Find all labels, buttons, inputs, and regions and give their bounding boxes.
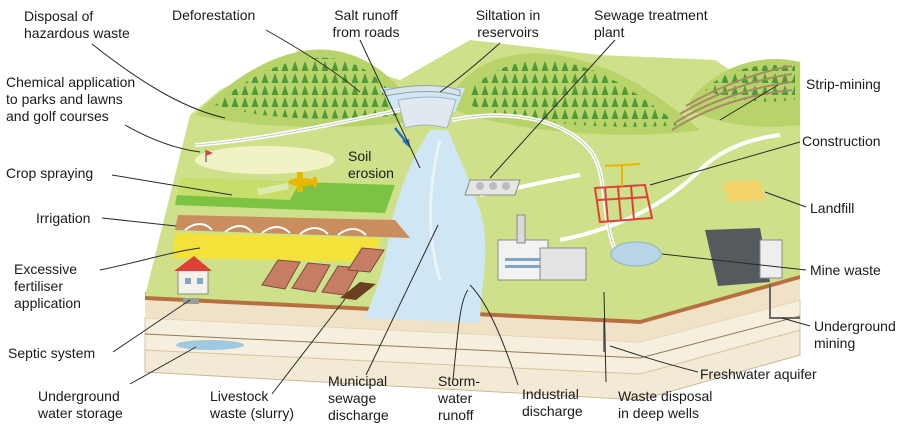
underground-water-storage	[176, 340, 244, 350]
label-industrial-discharge: Industrial discharge	[522, 386, 583, 419]
label-waste-disposal-wells: Waste disposal in deep wells	[618, 388, 713, 421]
label-disposal-hazardous-waste: Disposal of hazardous waste	[24, 8, 130, 41]
label-mine-waste: Mine waste	[810, 262, 881, 278]
leader-lines	[91, 29, 811, 395]
strip-mine-terraces	[671, 65, 793, 131]
crop-field-yellow	[175, 178, 300, 200]
sewage-treatment-plant	[464, 179, 521, 196]
left-hill-forest	[215, 57, 405, 119]
golf-course	[195, 146, 335, 174]
slurry-pit	[340, 282, 376, 300]
dam	[384, 85, 461, 97]
barns	[261, 247, 385, 296]
septic-tank	[183, 298, 199, 304]
label-strip-mining: Strip-mining	[806, 76, 881, 92]
river	[365, 130, 486, 323]
label-storm-water: Storm- water runoff	[438, 373, 480, 423]
label-excessive-fertiliser: Excessive fertiliser application	[14, 261, 81, 311]
label-chemical-application: Chemical application to parks and lawns …	[6, 74, 136, 124]
label-landfill: Landfill	[810, 200, 855, 216]
soil-layer	[145, 275, 800, 342]
crop-spraying-plane	[257, 172, 317, 195]
aquifer-line	[144, 315, 801, 359]
river-highlight	[429, 139, 442, 281]
label-irrigation: Irrigation	[36, 210, 91, 226]
label-livestock-waste: Livestock waste (slurry)	[210, 388, 295, 421]
label-construction: Construction	[802, 133, 881, 149]
construction-site	[593, 163, 654, 224]
dam-face	[397, 96, 457, 129]
mine-headframe	[759, 239, 783, 279]
label-freshwater-aquifer: Freshwater aquifer	[700, 366, 817, 382]
right-hill-forest	[470, 60, 680, 127]
label-septic-system: Septic system	[8, 345, 96, 361]
pond	[610, 241, 662, 267]
golf-flag	[206, 150, 213, 156]
landfill	[722, 180, 765, 202]
industrial-plant	[497, 214, 587, 281]
mine-waste-heap	[705, 228, 770, 286]
label-underground-water-storage: Underground water storage	[38, 388, 123, 421]
irrigation-field	[172, 233, 380, 262]
irrigation-sprays	[184, 223, 367, 236]
label-crop-spraying: Crop spraying	[6, 165, 94, 181]
farm-house	[174, 256, 212, 295]
label-salt-runoff: Salt runoff from roads	[332, 7, 400, 40]
label-soil-erosion: Soil erosion	[348, 148, 394, 181]
soil-erosion-field	[175, 215, 410, 238]
underground-mine-shaft	[769, 280, 800, 319]
label-municipal-sewage: Municipal sewage discharge	[328, 373, 389, 423]
label-deforestation: Deforestation	[172, 7, 256, 23]
label-sewage-treatment: Sewage treatment plant	[594, 7, 708, 40]
label-underground-mining: Underground mining	[814, 318, 896, 351]
label-siltation: Siltation in reservoirs	[475, 7, 541, 40]
